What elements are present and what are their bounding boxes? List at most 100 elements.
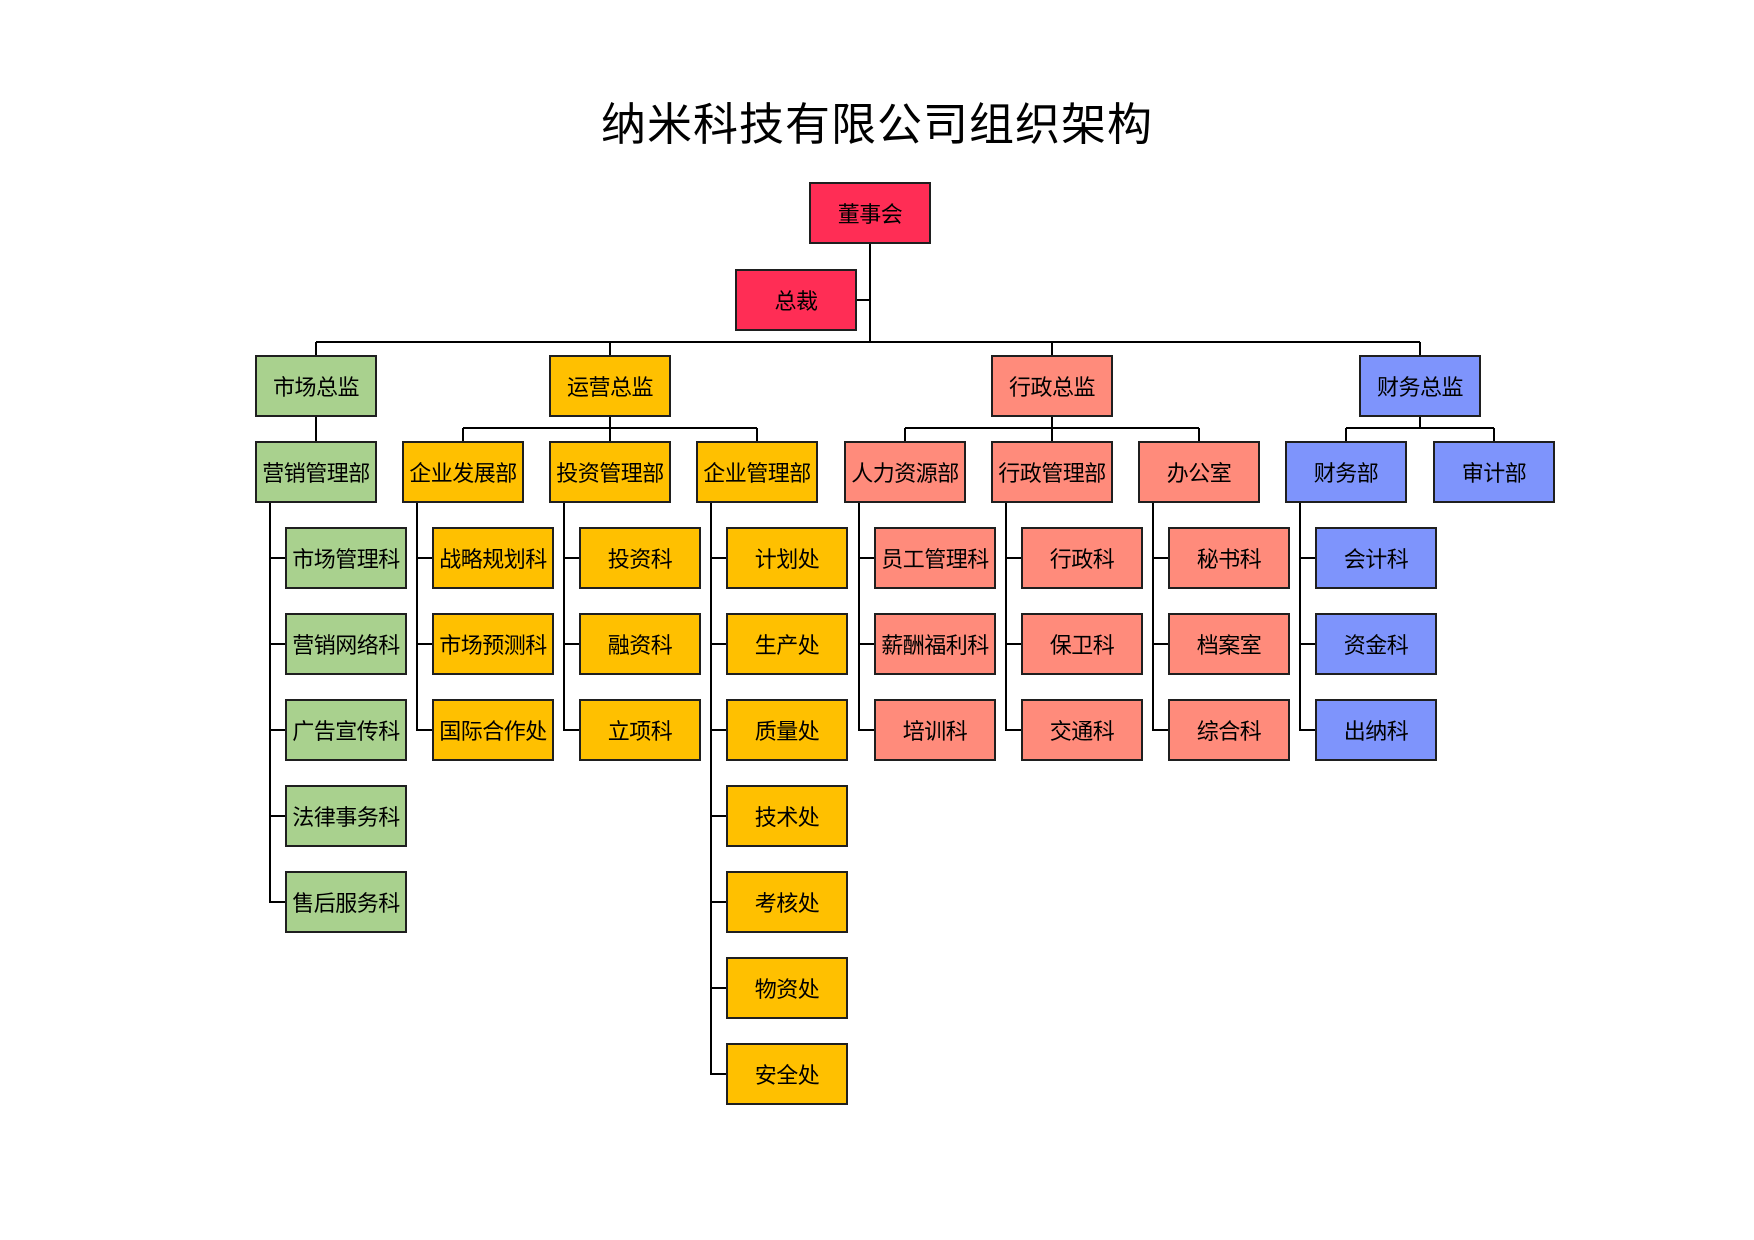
connector-line [564,643,579,645]
connector-line [859,557,874,559]
connector-line [563,503,565,731]
unit-box: 物资处 [726,957,848,1019]
connector-line [859,643,874,645]
dept-box: 营销管理部 [255,441,377,503]
connector-line [1153,643,1168,645]
connector-line [270,557,285,559]
unit-box: 生产处 [726,613,848,675]
connector-line [711,557,726,559]
unit-box: 保卫科 [1021,613,1143,675]
connector-line [270,901,285,903]
connector-line [417,729,432,731]
unit-box: 资金科 [1315,613,1437,675]
connector-line [564,557,579,559]
connector-line [1005,503,1007,731]
connector-line [417,557,432,559]
connector-line [416,503,418,731]
dept-box: 企业发展部 [402,441,524,503]
unit-box: 考核处 [726,871,848,933]
unit-box: 会计科 [1315,527,1437,589]
board-box: 董事会 [809,182,931,244]
operations-director-box: 运营总监 [549,355,671,417]
unit-box: 员工管理科 [874,527,996,589]
connector-line [1051,417,1053,428]
unit-box: 立项科 [579,699,701,761]
chart-title: 纳米科技有限公司组织架构 [600,98,1153,151]
dept-box: 企业管理部 [696,441,818,503]
dept-box: 审计部 [1433,441,1555,503]
connector-line [857,299,870,301]
unit-box: 营销网络科 [285,613,407,675]
connector-line [756,428,758,441]
unit-box: 法律事务科 [285,785,407,847]
unit-box: 国际合作处 [432,699,554,761]
connector-line [1006,557,1021,559]
connector-line [270,643,285,645]
unit-box: 售后服务科 [285,871,407,933]
connector-line [858,503,860,731]
connector-line [711,987,726,989]
connector-line [859,729,874,731]
connector-line [1493,428,1495,441]
unit-box: 秘书科 [1168,527,1290,589]
unit-box: 出纳科 [1315,699,1437,761]
connector-line [1051,428,1053,441]
connector-line [711,729,726,731]
unit-box: 技术处 [726,785,848,847]
connector-line [1419,417,1421,428]
unit-box: 交通科 [1021,699,1143,761]
market-director-box: 市场总监 [255,355,377,417]
unit-box: 市场预测科 [432,613,554,675]
connector-line [1153,557,1168,559]
connector-line [711,643,726,645]
finance-director-box: 财务总监 [1359,355,1481,417]
unit-box: 广告宣传科 [285,699,407,761]
unit-box: 市场管理科 [285,527,407,589]
unit-box: 融资科 [579,613,701,675]
dept-box: 财务部 [1285,441,1407,503]
dept-box: 人力资源部 [844,441,966,503]
connector-line [564,729,579,731]
connector-line [1419,342,1421,355]
connector-line [315,342,317,355]
connector-line [316,341,1420,343]
unit-box: 综合科 [1168,699,1290,761]
unit-box: 计划处 [726,527,848,589]
connector-line [1153,729,1168,731]
connector-line [1299,503,1301,731]
connector-line [1051,342,1053,355]
dept-box: 投资管理部 [549,441,671,503]
unit-box: 培训科 [874,699,996,761]
dept-box: 行政管理部 [991,441,1113,503]
connector-line [462,428,464,441]
connector-line [1198,428,1200,441]
unit-box: 质量处 [726,699,848,761]
unit-box: 档案室 [1168,613,1290,675]
connector-line [609,417,611,428]
connector-line [269,503,271,903]
connector-line [1346,427,1494,429]
connector-line [1300,729,1315,731]
dept-box: 办公室 [1138,441,1260,503]
connector-line [904,428,906,441]
connector-line [270,729,285,731]
connector-line [1006,729,1021,731]
connector-line [711,901,726,903]
connector-line [1345,428,1347,441]
president-box: 总裁 [735,269,857,331]
connector-line [869,244,871,342]
connector-line [270,815,285,817]
connector-line [711,1073,726,1075]
connector-line [1300,643,1315,645]
unit-box: 投资科 [579,527,701,589]
unit-box: 行政科 [1021,527,1143,589]
connector-line [609,428,611,441]
unit-box: 战略规划科 [432,527,554,589]
connector-line [711,815,726,817]
connector-line [710,503,712,1075]
connector-line [315,417,317,441]
unit-box: 薪酬福利科 [874,613,996,675]
administration-director-box: 行政总监 [991,355,1113,417]
connector-line [609,342,611,355]
